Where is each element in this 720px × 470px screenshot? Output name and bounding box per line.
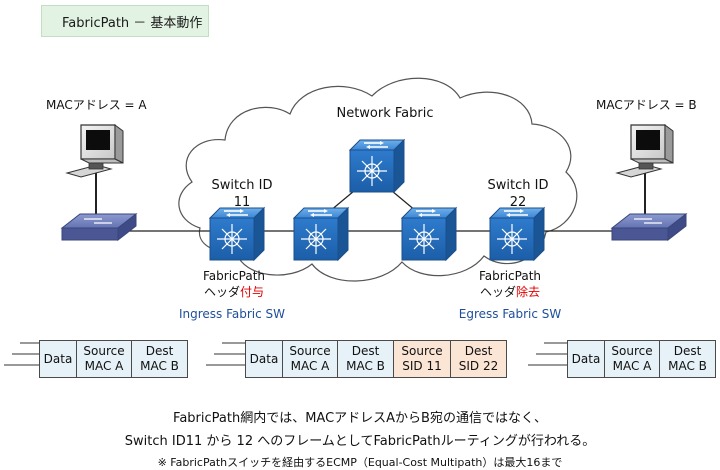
ingress-switch-id11-icon — [209, 207, 265, 261]
right-access-switch-icon — [611, 213, 687, 241]
ingress-header-label: FabricPath ヘッダ付与 — [203, 269, 265, 299]
egress-header-label: FabricPath ヘッダ除去 — [479, 269, 541, 299]
left-access-switch-icon — [61, 213, 137, 241]
right-host-pc-icon — [616, 124, 674, 178]
ingress-role-label: Ingress Fabric SW — [178, 307, 286, 321]
note-line-3: ※ FabricPathスイッチを経由するECMP（Equal-Cost Mul… — [157, 456, 563, 469]
left-host-mac-label: MACアドレス = A — [46, 98, 147, 112]
network-fabric-label: Network Fabric — [336, 106, 434, 121]
diagram-title: FabricPath － 基本動作 — [41, 5, 209, 37]
spine-switch-right-icon — [401, 207, 457, 261]
spine-switch-left-icon — [293, 207, 349, 261]
frame-cell-data: Data — [39, 340, 77, 378]
note-line-2: Switch ID11 から 12 へのフレームとしてFabricPathルーテ… — [124, 434, 596, 449]
spine-switch-top-icon — [349, 139, 405, 193]
egress-switch-id22-icon — [489, 207, 545, 261]
left-host-pc-icon — [66, 124, 124, 178]
frame-cell-data: Data — [245, 340, 283, 378]
right-host-mac-label: MACアドレス = B — [596, 98, 697, 112]
frame-cell-data: Data — [567, 340, 605, 378]
egress-role-label: Egress Fabric SW — [458, 307, 562, 321]
note-line-1: FabricPath網内では、MACアドレスAからB宛の通信ではなく、 — [173, 411, 547, 426]
